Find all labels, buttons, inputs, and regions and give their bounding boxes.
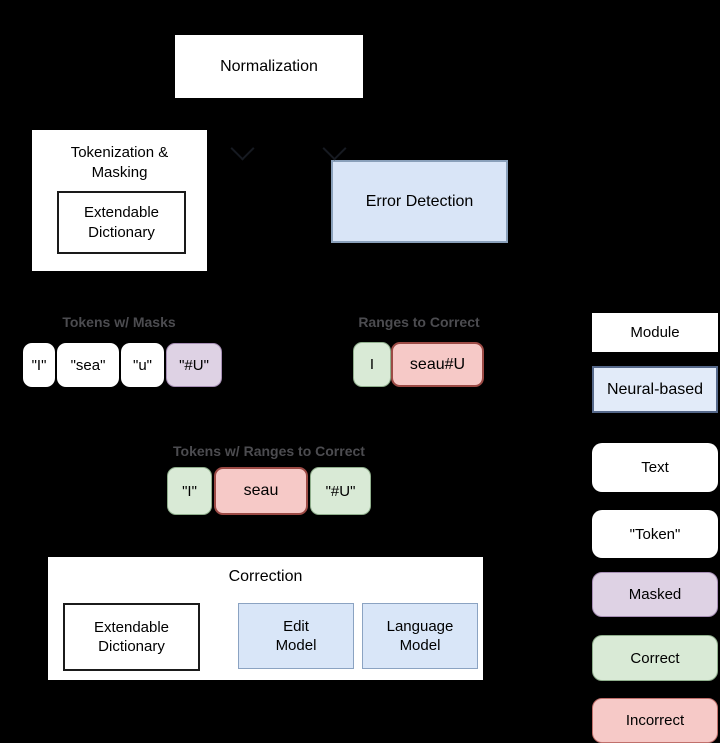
normalization-module: Normalization bbox=[175, 35, 363, 98]
faint-arrowhead bbox=[230, 136, 255, 161]
tokenization-masking-label: Tokenization & Masking bbox=[70, 144, 169, 181]
error-detection-module: Error Detection bbox=[331, 160, 508, 243]
token-chip-masked-hash-u: "#U" bbox=[166, 343, 222, 387]
tokenization-masking-module: Tokenization & Masking Extendable Dictio… bbox=[32, 130, 207, 271]
legend-item-masked: Masked bbox=[592, 572, 718, 617]
token-chip-correct-hash-u: "#U" bbox=[310, 467, 371, 515]
legend-item-module: Module bbox=[592, 313, 718, 352]
token-chip-sea: "sea" bbox=[57, 343, 119, 387]
token-chip-i: "I" bbox=[23, 343, 55, 387]
legend-item-incorrect: Incorrect bbox=[592, 698, 718, 743]
tokens-with-ranges-label: Tokens w/ Ranges to Correct bbox=[173, 443, 365, 459]
correction-module: Correction Extendable Dictionary Edit Mo… bbox=[48, 557, 483, 680]
tokens-with-masks-label: Tokens w/ Masks bbox=[62, 314, 176, 330]
edit-model-box: Edit Model bbox=[238, 603, 354, 669]
token-chip-incorrect-seau: seau bbox=[214, 467, 308, 515]
legend-item-text: Text bbox=[592, 443, 718, 492]
legend-item-neural-based: Neural-based bbox=[592, 366, 718, 413]
range-chip-correct-i: I bbox=[353, 342, 391, 387]
token-chip-correct-i: "I" bbox=[167, 467, 212, 515]
legend-item-token: "Token" bbox=[592, 510, 718, 558]
ranges-to-correct-label: Ranges to Correct bbox=[358, 314, 480, 330]
correction-label: Correction bbox=[228, 568, 303, 585]
extendable-dictionary-box: Extendable Dictionary bbox=[57, 191, 186, 254]
faint-arrowhead bbox=[322, 136, 347, 161]
language-model-box: Language Model bbox=[362, 603, 478, 669]
token-chip-u: "u" bbox=[121, 343, 164, 387]
correction-extendable-dictionary-box: Extendable Dictionary bbox=[63, 603, 200, 671]
range-chip-incorrect-seau: seau#U bbox=[391, 342, 484, 387]
legend-item-correct: Correct bbox=[592, 635, 718, 681]
